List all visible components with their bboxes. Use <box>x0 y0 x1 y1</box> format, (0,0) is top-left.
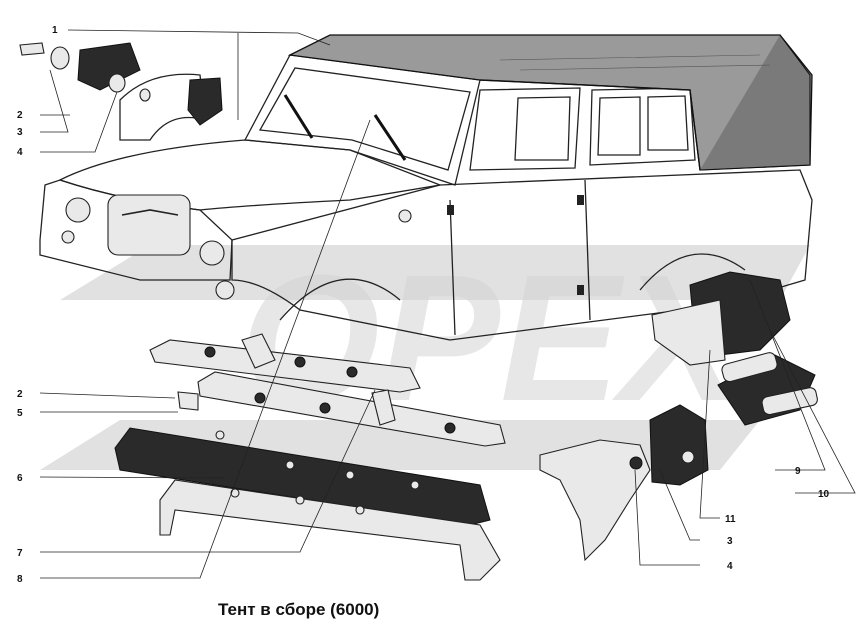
right-indicator <box>215 280 235 300</box>
bolt-2 <box>19 42 45 56</box>
left-wiper <box>283 94 314 139</box>
rear-bracket <box>651 299 726 366</box>
middle-bar <box>197 371 506 447</box>
leader-lines <box>39 29 856 579</box>
corner-cap <box>187 77 223 126</box>
callout-5: 5 <box>17 408 23 419</box>
canvas-top <box>287 34 813 171</box>
upper-bar <box>149 339 421 393</box>
callout-11: 11 <box>725 514 736 525</box>
front-bow-assembly <box>114 333 506 581</box>
grille <box>107 194 191 256</box>
bolt-2b <box>177 391 199 411</box>
front-strip-6 <box>114 427 491 526</box>
callout-4-right: 4 <box>727 561 733 572</box>
diagram-caption: Тент в сборе (6000) <box>218 600 380 619</box>
callout-4: 4 <box>17 147 23 158</box>
left-headlight <box>65 197 91 223</box>
right-wiper <box>373 114 407 161</box>
callout-7: 7 <box>17 548 23 559</box>
callout-8: 8 <box>17 574 23 585</box>
left-indicator <box>61 230 75 244</box>
side-body <box>231 169 813 341</box>
lower-frame-7 <box>159 479 501 581</box>
right-headlight <box>199 240 225 266</box>
callout-2: 2 <box>17 110 23 121</box>
bolt-washer-group <box>19 42 223 141</box>
clip-9 <box>721 352 778 383</box>
windshield-frame <box>243 54 481 186</box>
callout-2-lower: 2 <box>17 389 23 400</box>
rear-bow-foot <box>539 439 651 562</box>
rear-flap <box>649 404 709 486</box>
rear-door-window <box>589 87 696 166</box>
front-wheel-arch <box>279 278 401 321</box>
callout-3: 3 <box>17 127 23 138</box>
vehicle-body <box>39 54 813 341</box>
callout-labels: 1 2 3 4 2 5 6 7 8 9 10 11 3 4 <box>17 25 830 585</box>
washer-4 <box>108 73 126 93</box>
callout-1: 1 <box>52 25 58 36</box>
front-door-window <box>469 87 581 171</box>
callout-10: 10 <box>818 489 830 500</box>
callout-6: 6 <box>17 473 23 484</box>
rear-corner-assembly <box>539 271 818 562</box>
washer-3 <box>50 46 70 70</box>
callout-9: 9 <box>795 466 801 477</box>
rear-wheel-arch <box>639 253 746 291</box>
callout-3-right: 3 <box>727 536 733 547</box>
